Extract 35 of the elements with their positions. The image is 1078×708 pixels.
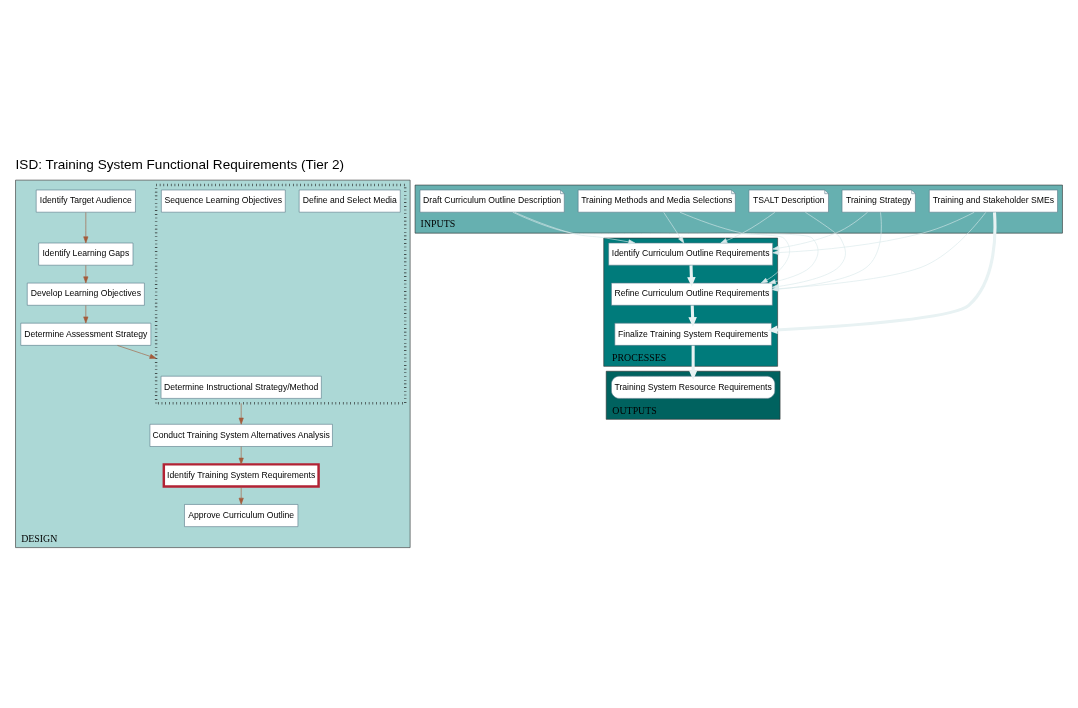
arrow: [83, 305, 89, 324]
arrow: [238, 446, 244, 465]
arrow: [767, 212, 997, 335]
node-box: Identify Target Audience: [35, 189, 136, 213]
node-box: Develop Learning Objectives: [26, 282, 145, 306]
arrow: [687, 265, 696, 287]
arrow: [772, 211, 868, 251]
cluster: [154, 183, 407, 405]
node-box: Determine Assessment Strategy: [20, 322, 152, 346]
node-box: Refine Curriculum Outline Requirements: [611, 282, 773, 306]
arrow: [688, 305, 697, 327]
arrow: [663, 212, 685, 244]
arrow: [238, 486, 244, 505]
node-box: Determine Instructional Strategy/Method: [160, 375, 322, 399]
node-box: Define and Select Media: [298, 189, 401, 213]
node-box: Identify Training System Requirements: [162, 463, 320, 488]
arrow: [238, 403, 244, 425]
node-box: Sequence Learning Objectives: [161, 189, 286, 213]
arrow: [512, 211, 790, 284]
arrow: [117, 345, 157, 359]
node-box: Finalize Training System Requirements: [614, 322, 772, 346]
diagram-title: ISD: Training System Functional Requirements (Tier 2): [15, 156, 345, 172]
arrow: [720, 212, 776, 244]
node-box: Training System Resource Requirements: [611, 375, 776, 399]
arrow: [83, 265, 89, 284]
node-box: Training and Stakeholder SMEs: [929, 189, 1058, 213]
node-box: Approve Curriculum Outline: [184, 504, 299, 527]
arrow: [83, 212, 89, 244]
arrow: [772, 212, 975, 256]
node-box: Identify Curriculum Outline Requirements: [608, 242, 773, 266]
arrow: [679, 211, 819, 285]
node-box: Identify Learning Gaps: [38, 242, 134, 266]
arrow: [514, 211, 636, 245]
node-box: Conduct Training System Alternatives Analysis: [149, 424, 333, 447]
arrow: [688, 345, 698, 380]
